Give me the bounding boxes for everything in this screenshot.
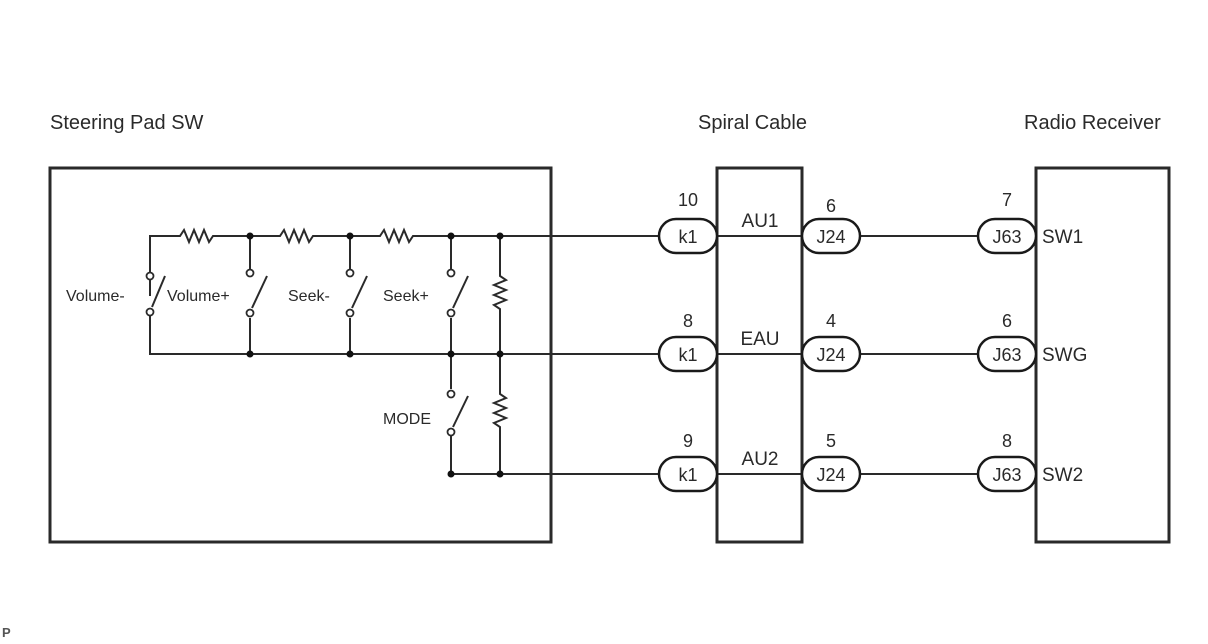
j63-connector	[976, 455, 1038, 493]
k1-connector	[657, 335, 719, 373]
switch-volume-plus	[245, 268, 268, 318]
steering-pad-circuit	[145, 227, 717, 478]
j63-connector-label: J63	[992, 465, 1021, 485]
terminal-sw1: SW1	[1042, 227, 1083, 248]
radio-receiver-title: Radio Receiver	[1024, 112, 1161, 134]
j63-connector	[976, 335, 1038, 373]
j24-connector	[800, 335, 862, 373]
switch-seek-plus	[446, 268, 469, 318]
j63-connector-label: J63	[992, 227, 1021, 247]
j63-pin-number: 6	[1002, 311, 1012, 331]
terminal-swg: SWG	[1042, 345, 1087, 366]
steering-pad-title: Steering Pad SW	[50, 112, 204, 134]
j63-connector-label: J63	[992, 345, 1021, 365]
k1-pin-number: 9	[683, 431, 693, 451]
k1-connector-label: k1	[678, 227, 697, 247]
signal-au2: AU2	[742, 449, 779, 470]
label-seek-plus: Seek+	[383, 288, 429, 305]
j24-connector-label: J24	[816, 227, 845, 247]
j63-connector	[976, 217, 1038, 255]
j24-connector	[800, 217, 862, 255]
k1-pin-number: 8	[683, 311, 693, 331]
resistor-lower	[491, 354, 509, 474]
k1-connector-label: k1	[678, 345, 697, 365]
label-mode: MODE	[383, 411, 431, 428]
k1-connector	[657, 217, 719, 255]
switch-volume-minus	[145, 271, 166, 317]
circuit-row-2: 8 k1 EAU 4 J24 6 J63 SWG	[657, 311, 1087, 373]
bottom-rail	[149, 314, 717, 355]
k1-pin-number: 10	[678, 190, 698, 210]
j24-pin-number: 4	[826, 311, 836, 331]
label-volume-minus: Volume-	[66, 288, 125, 305]
spiral-cable-title: Spiral Cable	[698, 112, 807, 134]
k1-connector-label: k1	[678, 465, 697, 485]
j24-pin-number: 5	[826, 431, 836, 451]
j63-pin-number: 8	[1002, 431, 1012, 451]
circuit-row-3: 9 k1 AU2 5 J24 8 J63 SW2	[657, 431, 1083, 493]
resistor-upper	[491, 236, 509, 354]
k1-connector	[657, 455, 719, 493]
j24-connector	[800, 455, 862, 493]
signal-eau: EAU	[740, 329, 779, 350]
circuit-row-1: 10 k1 AU1 6 J24 7 J63 SW1	[657, 190, 1083, 255]
terminal-sw2: SW2	[1042, 465, 1083, 486]
switch-mode	[446, 389, 469, 437]
label-seek-minus: Seek-	[288, 288, 330, 305]
j24-connector-label: J24	[816, 465, 845, 485]
footer-mark: P	[2, 625, 11, 640]
label-volume-plus: Volume+	[167, 288, 230, 305]
signal-au1: AU1	[742, 211, 779, 232]
j24-connector-label: J24	[816, 345, 845, 365]
top-rail	[149, 227, 717, 296]
j24-pin-number: 6	[826, 196, 836, 216]
j63-pin-number: 7	[1002, 190, 1012, 210]
switch-seek-minus	[345, 268, 368, 318]
